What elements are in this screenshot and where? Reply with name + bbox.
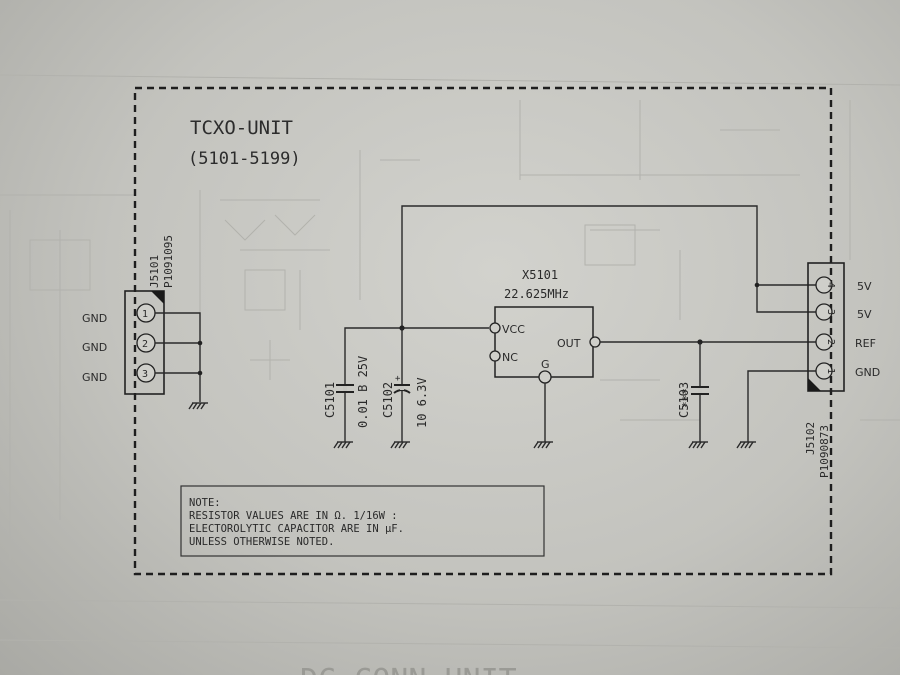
j5102-pin-1 bbox=[815, 362, 833, 380]
j5102-pin-2-number: 2 bbox=[825, 339, 836, 345]
capacitor-c5101: C5101 0.01 B 25V bbox=[323, 356, 370, 449]
connector-j5102: 4 3 2 1 5V 5V REF GND J5102 P1090873 bbox=[804, 262, 880, 478]
c5103-ref: C5103 bbox=[677, 382, 691, 418]
note-line-1: NOTE: bbox=[189, 497, 221, 509]
j5101-part: P1091095 bbox=[162, 235, 175, 288]
j5102-pin-4 bbox=[815, 276, 833, 294]
connector-j5101: 1 2 3 GND GND GND J5101 P1091095 bbox=[82, 235, 175, 395]
x5101-label-g: G bbox=[541, 358, 550, 371]
capacitor-c5103: C5103 *** bbox=[677, 382, 709, 449]
j5102-pin-3-number: 3 bbox=[825, 309, 836, 315]
j5101-ground-wiring bbox=[155, 312, 208, 410]
j5102-pin-1-number: 1 bbox=[825, 368, 836, 374]
j5102-pin-4-number: 4 bbox=[825, 282, 836, 288]
j5101-pin-1-number: 1 bbox=[142, 309, 148, 320]
ground-symbol-c5102 bbox=[390, 441, 410, 449]
note-line-2: RESISTOR VALUES ARE IN Ω. 1/16W : bbox=[189, 510, 398, 522]
supply-rail bbox=[344, 205, 816, 442]
ground-symbol-j5101 bbox=[188, 402, 208, 410]
x5101-pin-g bbox=[538, 370, 552, 384]
j5101-pin-3-number: 3 bbox=[142, 369, 148, 380]
x5101-frequency: 22.625MHz bbox=[504, 287, 569, 301]
j5101-label-1: GND bbox=[82, 312, 107, 325]
capacitor-c5102: + C5102 10 6.3V bbox=[381, 328, 429, 449]
svg-text:+: + bbox=[395, 374, 401, 384]
j5101-label-3: GND bbox=[82, 371, 107, 384]
oscillator-x5101: X5101 22.625MHz VCC NC OUT G bbox=[489, 268, 601, 449]
x5101-pin-out bbox=[589, 336, 601, 348]
c5101-value: 0.01 B 25V bbox=[356, 356, 370, 428]
c5101-ref: C5101 bbox=[323, 382, 337, 418]
j5101-pin1-marker bbox=[151, 291, 164, 304]
background-bleed bbox=[0, 74, 900, 649]
j5102-pin-2 bbox=[815, 333, 833, 351]
note-line-3: ELECTOROLYTIC CAPACITOR ARE IN μF. bbox=[189, 523, 404, 535]
x5101-label-out: OUT bbox=[557, 337, 581, 350]
j5102-label-2: REF bbox=[855, 337, 876, 350]
c5102-value: 10 6.3V bbox=[415, 377, 429, 428]
c5103-value: *** bbox=[680, 388, 693, 408]
x5101-ref: X5101 bbox=[522, 268, 558, 282]
j5102-ground-wiring bbox=[736, 370, 816, 449]
ground-symbol-j5102 bbox=[736, 441, 756, 449]
c5102-ref: C5102 bbox=[381, 382, 395, 418]
ref-output-net bbox=[600, 339, 816, 442]
ground-symbol-c5103 bbox=[688, 441, 708, 449]
x5101-pin-vcc bbox=[489, 322, 501, 334]
x5101-pin-nc bbox=[489, 350, 501, 362]
x5101-label-vcc: VCC bbox=[502, 323, 525, 336]
x5101-label-nc: NC bbox=[502, 351, 518, 364]
j5102-part: P1090873 bbox=[818, 425, 831, 478]
j5102-ref: J5102 bbox=[804, 422, 817, 455]
note-line-4: UNLESS OTHERWISE NOTED. bbox=[189, 536, 334, 548]
j5101-ref: J5101 bbox=[148, 255, 161, 288]
j5102-label-4: 5V bbox=[857, 280, 872, 293]
unit-boundary bbox=[133, 86, 833, 576]
next-unit-title: DC CONN UNIT bbox=[300, 663, 517, 675]
j5101-pin-2-number: 2 bbox=[142, 339, 148, 350]
unit-range: (5101-5199) bbox=[188, 149, 301, 169]
j5102-pin-3 bbox=[815, 303, 833, 321]
j5102-label-1: GND bbox=[855, 366, 880, 379]
note-box: NOTE: RESISTOR VALUES ARE IN Ω. 1/16W : … bbox=[180, 485, 545, 557]
j5102-label-3: 5V bbox=[857, 308, 872, 321]
unit-title: TCXO-UNIT bbox=[190, 117, 293, 139]
j5101-label-2: GND bbox=[82, 341, 107, 354]
ground-symbol-x5101 bbox=[533, 441, 553, 449]
j5102-pin1-marker bbox=[808, 378, 821, 391]
ground-symbol-c5101 bbox=[333, 441, 353, 449]
j5102-body bbox=[807, 262, 845, 392]
